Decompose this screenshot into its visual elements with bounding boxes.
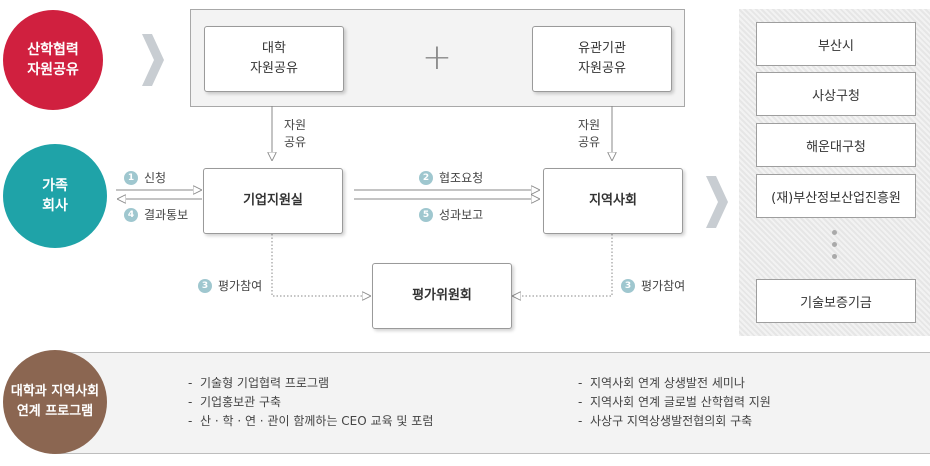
node-support-office: 기업지원실 xyxy=(203,168,343,234)
org-sasang-gu: 사상구청 xyxy=(756,72,916,116)
bullet: - xyxy=(188,395,193,409)
program-item-text: 지역사회 연계 글로벌 산학협력 지원 xyxy=(589,395,771,409)
program-item: - 지역사회 연계 글로벌 산학협력 지원 xyxy=(578,393,771,412)
program-list-left: - 기술형 기업협력 프로그램 - 기업홍보관 구축 - 산 · 학 · 연 ·… xyxy=(188,374,433,431)
org-kibo: 기술보증기금 xyxy=(756,279,916,323)
circle-sharing: 산학협력 자원공유 xyxy=(3,10,103,110)
circle-program-line1: 대학과 지역사회 xyxy=(10,384,100,399)
label-eval-right: 3 평가참여 xyxy=(621,277,685,294)
related-line1: 유관기관 xyxy=(578,41,626,56)
label-notify: 4 결과통보 xyxy=(124,206,188,223)
node-committee: 평가위원회 xyxy=(372,263,512,329)
org-haeundae-gu: 해운대구청 xyxy=(756,123,916,167)
resource-right-line2: 공유 xyxy=(578,135,601,149)
bullet: - xyxy=(188,376,193,390)
step-badge-5: 5 xyxy=(419,207,433,222)
program-panel xyxy=(52,352,930,454)
notify-text: 결과통보 xyxy=(144,208,189,222)
label-resource-left: 자원 공유 xyxy=(284,117,306,151)
program-item: - 기술형 기업협력 프로그램 xyxy=(188,374,433,393)
bullet: - xyxy=(578,395,583,409)
report-text: 성과보고 xyxy=(439,208,484,222)
resource-right-line1: 자원 xyxy=(578,118,601,132)
circle-family-line1: 가족 xyxy=(42,178,68,194)
step-badge-3-left: 3 xyxy=(198,278,212,293)
label-cooperate: 2 협조요청 xyxy=(419,169,483,186)
plus-icon: + xyxy=(421,37,453,78)
cooperate-text: 협조요청 xyxy=(439,171,484,185)
resource-left-line1: 자원 xyxy=(284,118,307,132)
ellipsis-dots-icon xyxy=(832,230,838,266)
program-item-text: 기업홍보관 구축 xyxy=(199,395,282,409)
program-item: - 사상구 지역상생발전협의회 구축 xyxy=(578,412,771,431)
step-badge-1: 1 xyxy=(124,170,138,185)
eval-right-text: 평가참여 xyxy=(641,279,686,293)
apply-text: 신청 xyxy=(144,171,167,185)
bullet: - xyxy=(578,376,583,390)
program-item-text: 산 · 학 · 연 · 관이 함께하는 CEO 교육 및 포럼 xyxy=(199,414,434,428)
node-community: 지역사회 xyxy=(543,168,683,234)
eval-left-text: 평가참여 xyxy=(218,279,263,293)
label-apply: 1 신청 xyxy=(124,169,166,186)
step-badge-2: 2 xyxy=(419,170,433,185)
circle-program: 대학과 지역사회 연계 프로그램 xyxy=(3,350,107,454)
label-eval-left: 3 평가참여 xyxy=(198,277,262,294)
arrow-eval-right xyxy=(513,234,613,296)
program-list-right: - 지역사회 연계 상생발전 세미나 - 지역사회 연계 글로벌 산학협력 지원… xyxy=(578,374,771,431)
box-university-resources: 대학 자원공유 xyxy=(204,26,344,92)
circle-sharing-line2: 자원공유 xyxy=(27,62,79,78)
program-item: - 산 · 학 · 연 · 관이 함께하는 CEO 교육 및 포럼 xyxy=(188,412,433,431)
chevron-arrow-top xyxy=(142,34,164,86)
univ-line2: 자원공유 xyxy=(250,61,298,76)
program-item: - 기업홍보관 구축 xyxy=(188,393,433,412)
label-resource-right: 자원 공유 xyxy=(578,117,600,151)
related-line2: 자원공유 xyxy=(578,61,626,76)
program-item-text: 기술형 기업협력 프로그램 xyxy=(199,376,330,390)
label-report: 5 성과보고 xyxy=(419,206,483,223)
bullet: - xyxy=(188,414,193,428)
bullet: - xyxy=(578,414,583,428)
step-badge-4: 4 xyxy=(124,207,138,222)
circle-sharing-line1: 산학협력 xyxy=(27,42,79,58)
program-item-text: 지역사회 연계 상생발전 세미나 xyxy=(589,376,745,390)
step-badge-3-right: 3 xyxy=(621,278,635,293)
program-item: - 지역사회 연계 상생발전 세미나 xyxy=(578,374,771,393)
univ-line1: 대학 xyxy=(262,41,286,56)
org-busan-city: 부산시 xyxy=(756,22,916,66)
program-item-text: 사상구 지역상생발전협의회 구축 xyxy=(589,414,753,428)
org-busan-itp: (재)부산정보산업진흥원 xyxy=(756,174,916,218)
box-related-resources: 유관기관 자원공유 xyxy=(532,26,672,92)
chevron-arrow-right xyxy=(706,176,728,228)
resource-left-line2: 공유 xyxy=(284,135,307,149)
circle-family: 가족 회사 xyxy=(3,144,107,248)
arrow-eval-left xyxy=(271,234,370,296)
circle-family-line2: 회사 xyxy=(42,198,68,214)
circle-program-line2: 연계 프로그램 xyxy=(16,404,94,419)
